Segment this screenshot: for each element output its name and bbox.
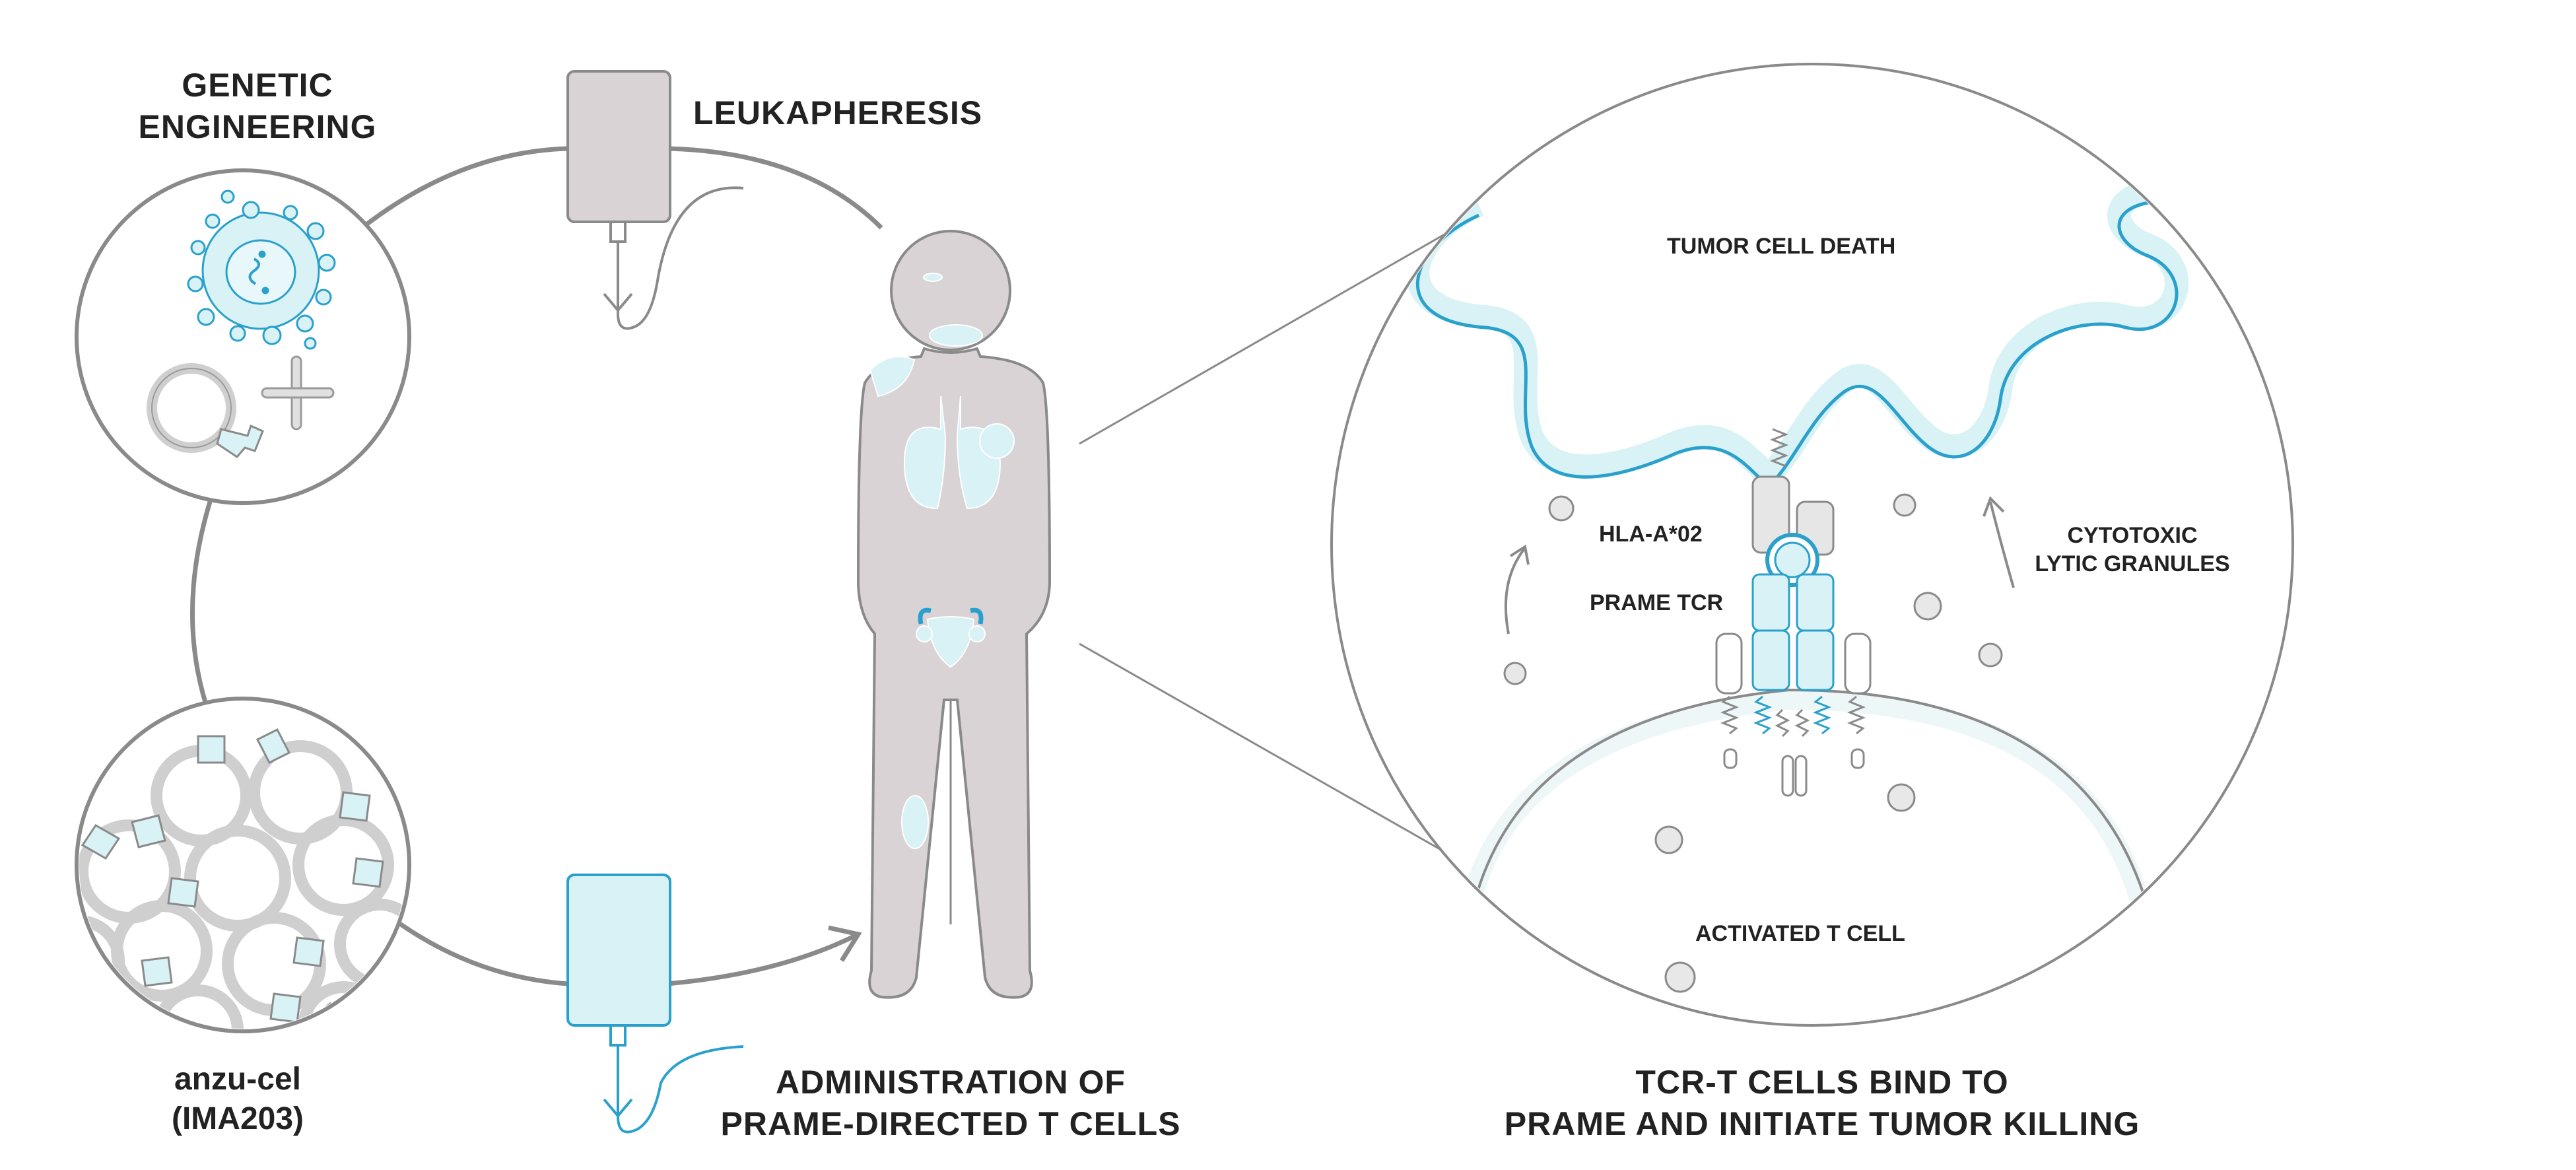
arc-left-side xyxy=(190,500,213,718)
patient-silhouette xyxy=(856,230,1052,999)
tumor-cell-membrane xyxy=(1406,180,2188,491)
tcr-hla-complex xyxy=(1715,428,1872,797)
process-cycle-arrows xyxy=(190,146,883,986)
granule-release-arrows xyxy=(1504,496,2015,635)
genetic-engineering-line1: GENETIC xyxy=(182,67,333,104)
organ-icons xyxy=(869,273,1015,849)
leukapheresis-label: LEUKAPHERESIS xyxy=(693,94,983,131)
arc-leukapheresis-to-patient xyxy=(666,146,883,230)
uterus-tubes xyxy=(918,607,984,625)
arc-product-to-administration xyxy=(394,919,568,986)
t-cell-product-circle xyxy=(75,697,411,1033)
product-code: (IMA203) xyxy=(171,1101,304,1136)
peptide-spring xyxy=(1769,428,1789,467)
leukapheresis-bag-icon xyxy=(566,70,744,330)
genetic-engineering-circle xyxy=(75,168,411,505)
cytotoxic-line2: LYTIC GRANULES xyxy=(2035,551,2230,576)
product-label: anzu-cel (IMA203) xyxy=(99,1060,376,1139)
lytic-granules xyxy=(1503,493,2003,993)
summary-line2: PRAME AND INITIATE TUMOR KILLING xyxy=(1504,1105,2140,1142)
administration-label: ADMINISTRATION OF PRAME-DIRECTED T CELLS xyxy=(687,1062,1215,1144)
viral-vector-icon xyxy=(187,189,336,350)
prame-tcr-label: PRAME TCR xyxy=(1590,590,1724,615)
mechanism-zoom-circle xyxy=(1330,63,2294,1027)
tcr-gene-icon xyxy=(216,424,264,458)
arc-engineering-to-leukapheresis xyxy=(364,146,568,226)
genetic-engineering-line2: ENGINEERING xyxy=(138,108,377,145)
arc-administration-to-patient xyxy=(666,932,860,986)
prame-tcr-alpha xyxy=(1751,573,1790,632)
administration-line1: ADMINISTRATION OF xyxy=(776,1064,1126,1101)
infusion-bag-icon xyxy=(566,874,744,1134)
arrowhead-to-patient xyxy=(828,925,862,962)
tumor-cell-death-label: TUMOR CELL DEATH xyxy=(1667,234,1896,259)
cytotoxic-granules-label: CYTOTOXIC LYTIC GRANULES xyxy=(2033,522,2231,578)
summary-line1: TCR-T CELLS BIND TO xyxy=(1635,1064,2009,1101)
product-name: anzu-cel xyxy=(174,1062,302,1097)
cytotoxic-line1: CYTOTOXIC xyxy=(2067,523,2198,548)
activated-t-cell-label: ACTIVATED T CELL xyxy=(1695,921,1905,946)
plus-icon xyxy=(261,355,335,430)
administration-line2: PRAME-DIRECTED T CELLS xyxy=(720,1105,1181,1142)
hla-label: HLA-A*02 xyxy=(1599,522,1703,547)
genetic-engineering-label: GENETIC ENGINEERING xyxy=(119,65,396,147)
zoom-lines xyxy=(1079,233,1445,853)
summary-label: TCR-T CELLS BIND TO PRAME AND INITIATE T… xyxy=(1472,1062,2172,1144)
